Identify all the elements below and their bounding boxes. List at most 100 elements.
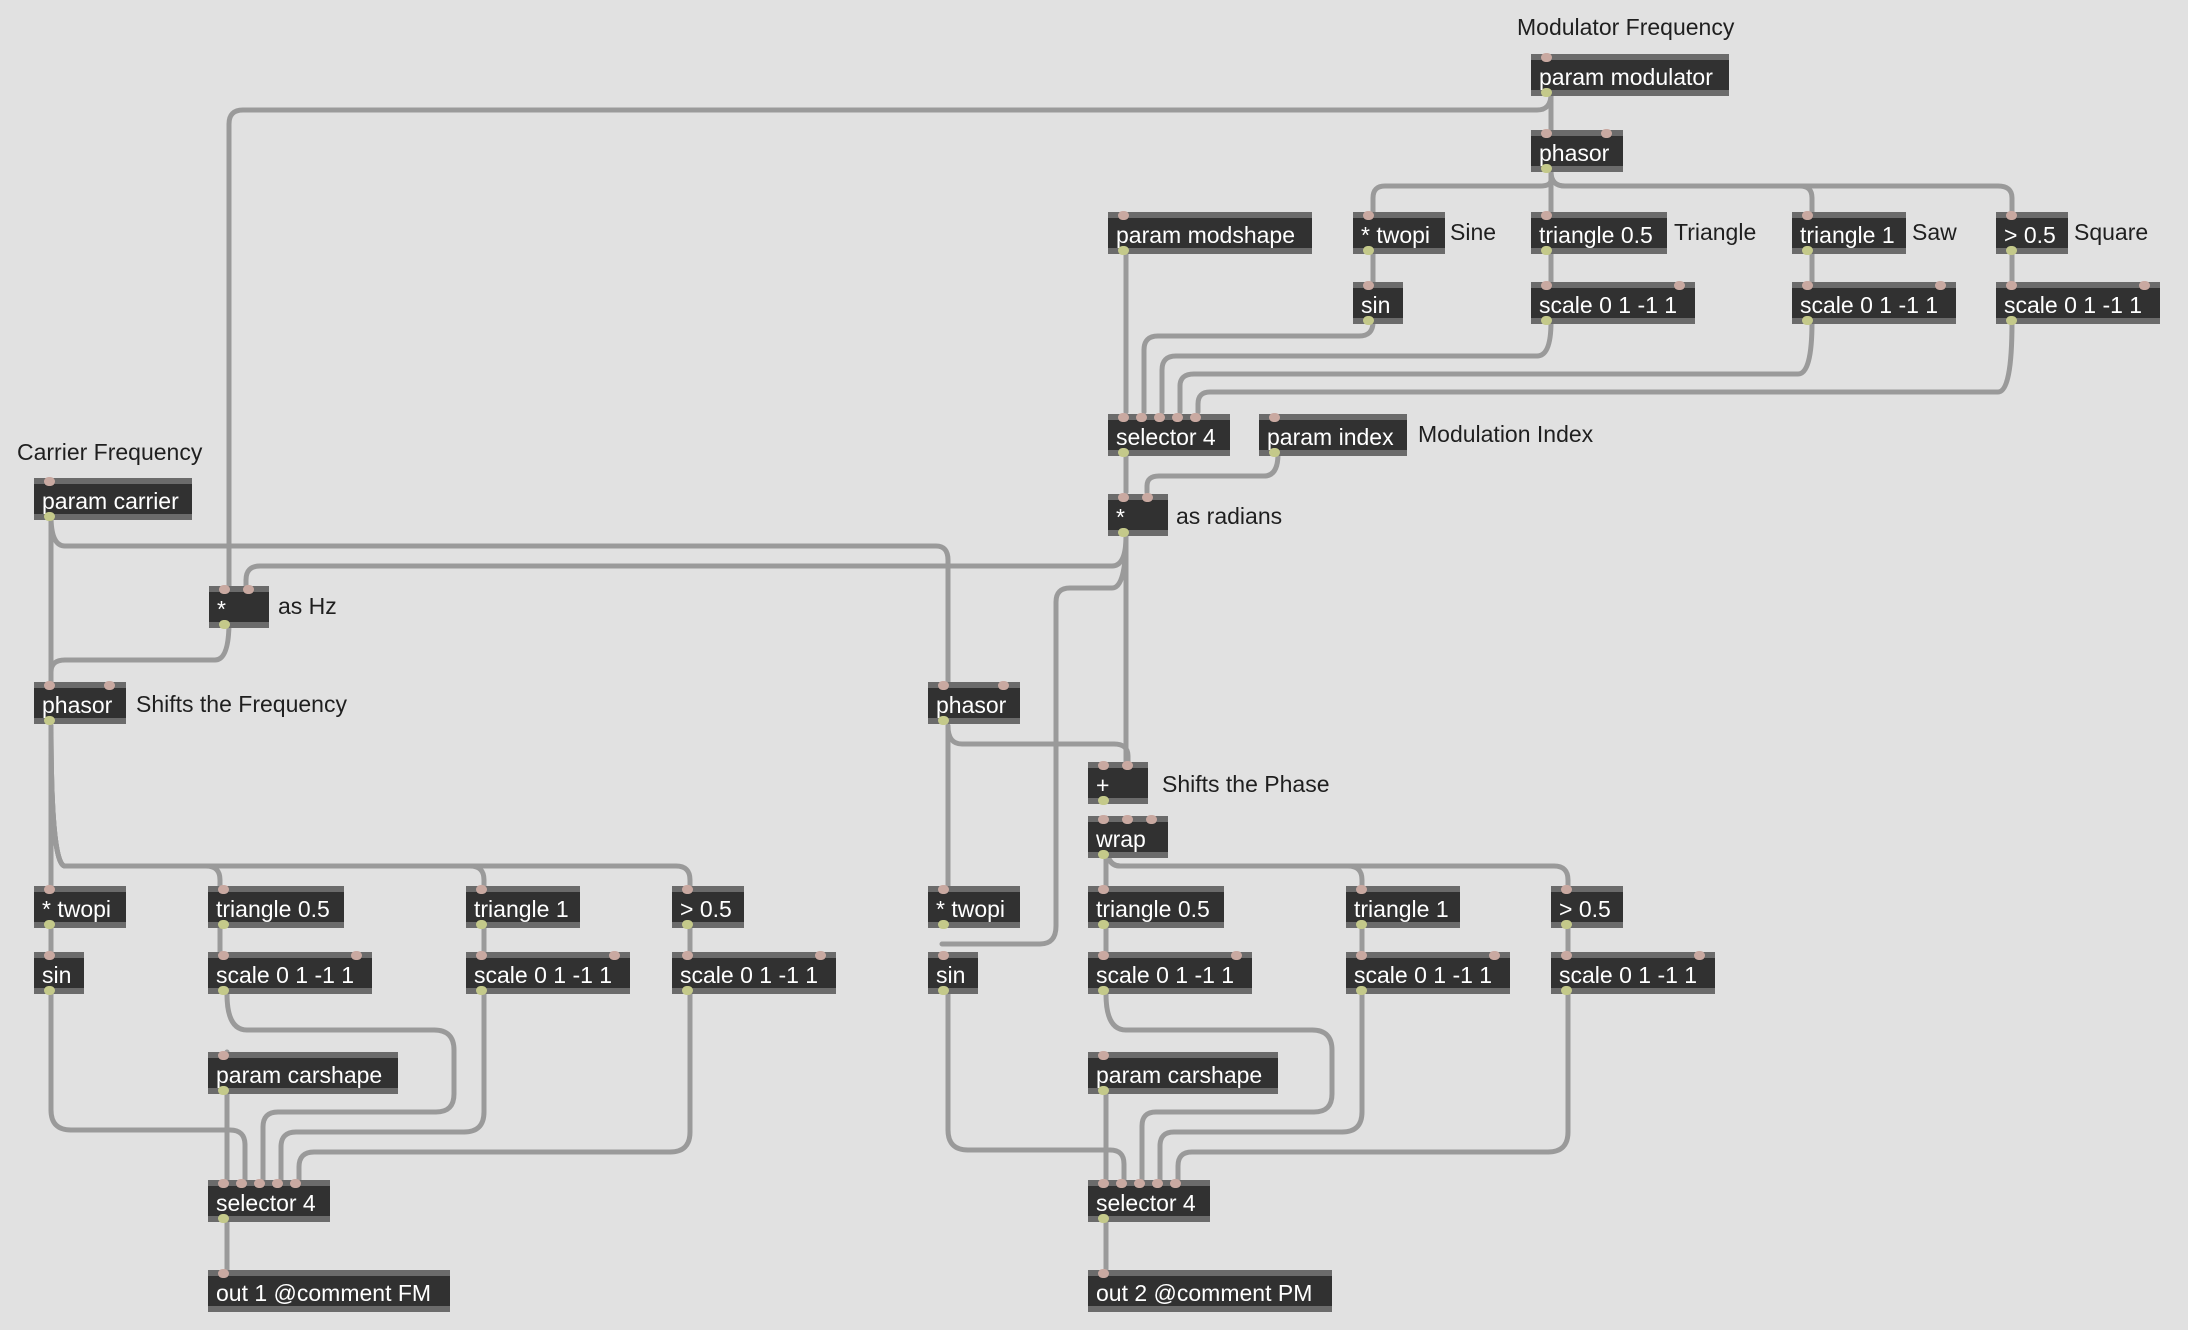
inlet[interactable]: [1489, 951, 1500, 960]
scale-object[interactable]: scale 0 1 -1 1: [1088, 951, 1252, 995]
outlet[interactable]: [1802, 316, 1813, 325]
outlet[interactable]: [44, 716, 55, 725]
inlet[interactable]: [1601, 129, 1612, 138]
outlet[interactable]: [218, 1214, 229, 1223]
triangle-1-object[interactable]: triangle 1: [1346, 885, 1460, 929]
outlet[interactable]: [219, 620, 230, 629]
inlet[interactable]: [1146, 815, 1157, 824]
param-modulator-object[interactable]: param modulator: [1531, 53, 1729, 97]
inlet[interactable]: [1674, 281, 1685, 290]
outlet[interactable]: [1541, 316, 1552, 325]
triangle-1-object[interactable]: triangle 1: [466, 885, 580, 929]
outlet[interactable]: [44, 986, 55, 995]
inlet[interactable]: [218, 1051, 229, 1060]
outlet[interactable]: [938, 920, 949, 929]
inlet[interactable]: [815, 951, 826, 960]
outlet[interactable]: [1802, 246, 1813, 255]
outlet[interactable]: [1561, 920, 1572, 929]
inlet[interactable]: [219, 585, 230, 594]
param-carrier-object[interactable]: param carrier: [34, 477, 192, 521]
inlet[interactable]: [682, 885, 693, 894]
phasor-object-carrier-fm[interactable]: phasor: [34, 681, 126, 725]
inlet[interactable]: [236, 1179, 247, 1188]
inlet[interactable]: [1142, 493, 1153, 502]
twopi-multiply-object[interactable]: * twopi: [1353, 211, 1445, 255]
outlet[interactable]: [682, 920, 693, 929]
inlet[interactable]: [1098, 951, 1109, 960]
inlet[interactable]: [1363, 211, 1374, 220]
inlet[interactable]: [1541, 281, 1552, 290]
param-index-object[interactable]: param index: [1259, 413, 1407, 457]
outlet[interactable]: [218, 986, 229, 995]
inlet[interactable]: [1122, 761, 1133, 770]
inlet[interactable]: [1356, 951, 1367, 960]
inlet[interactable]: [1231, 951, 1242, 960]
outlet[interactable]: [1118, 448, 1129, 457]
inlet[interactable]: [218, 885, 229, 894]
outlet[interactable]: [1098, 1214, 1109, 1223]
selector-4-object-pm[interactable]: selector 4: [1088, 1179, 1210, 1223]
outlet[interactable]: [1541, 246, 1552, 255]
inlet[interactable]: [1541, 211, 1552, 220]
greater-than-object[interactable]: > 0.5: [672, 885, 744, 929]
inlet[interactable]: [1098, 1269, 1109, 1278]
inlet[interactable]: [1136, 413, 1147, 422]
inlet[interactable]: [1935, 281, 1946, 290]
scale-object[interactable]: scale 0 1 -1 1: [672, 951, 836, 995]
outlet[interactable]: [1098, 850, 1109, 859]
inlet[interactable]: [1098, 761, 1109, 770]
inlet[interactable]: [218, 1269, 229, 1278]
inlet[interactable]: [1172, 413, 1183, 422]
inlet[interactable]: [1116, 1179, 1127, 1188]
param-carshape-object[interactable]: param carshape: [1088, 1051, 1278, 1095]
inlet[interactable]: [938, 885, 949, 894]
outlet[interactable]: [1356, 920, 1367, 929]
inlet[interactable]: [1134, 1179, 1145, 1188]
outlet[interactable]: [1118, 246, 1129, 255]
selector-4-object-modulator[interactable]: selector 4: [1108, 413, 1230, 457]
inlet[interactable]: [938, 681, 949, 690]
outlet[interactable]: [1356, 986, 1367, 995]
scale-object[interactable]: scale 0 1 -1 1: [1792, 281, 1956, 325]
inlet[interactable]: [218, 951, 229, 960]
sin-object[interactable]: sin: [1353, 281, 1403, 325]
inlet[interactable]: [682, 951, 693, 960]
inlet[interactable]: [1118, 211, 1129, 220]
inlet[interactable]: [104, 681, 115, 690]
multiply-object-radians[interactable]: *: [1108, 493, 1168, 537]
inlet[interactable]: [1694, 951, 1705, 960]
outlet[interactable]: [476, 920, 487, 929]
scale-object[interactable]: scale 0 1 -1 1: [1346, 951, 1510, 995]
outlet[interactable]: [1269, 448, 1280, 457]
outlet[interactable]: [938, 986, 949, 995]
phasor-object-carrier-pm[interactable]: phasor: [928, 681, 1020, 725]
outlet[interactable]: [218, 1086, 229, 1095]
inlet[interactable]: [1098, 1051, 1109, 1060]
phasor-object-modulator[interactable]: phasor: [1531, 129, 1623, 173]
param-carshape-object[interactable]: param carshape: [208, 1051, 398, 1095]
inlet[interactable]: [1802, 281, 1813, 290]
scale-object[interactable]: scale 0 1 -1 1: [208, 951, 372, 995]
inlet[interactable]: [1118, 493, 1129, 502]
outlet[interactable]: [218, 920, 229, 929]
inlet[interactable]: [1356, 885, 1367, 894]
triangle-0-5-object[interactable]: triangle 0.5: [1088, 885, 1224, 929]
inlet[interactable]: [2006, 281, 2017, 290]
inlet[interactable]: [218, 1179, 229, 1188]
outlet[interactable]: [44, 512, 55, 521]
outlet[interactable]: [938, 716, 949, 725]
inlet[interactable]: [476, 951, 487, 960]
inlet[interactable]: [1170, 1179, 1181, 1188]
inlet[interactable]: [1269, 413, 1280, 422]
sin-object[interactable]: sin: [928, 951, 978, 995]
out-2-object[interactable]: out 2 @comment PM: [1088, 1269, 1332, 1312]
inlet[interactable]: [998, 681, 1009, 690]
outlet[interactable]: [1363, 246, 1374, 255]
outlet[interactable]: [1118, 528, 1129, 537]
inlet[interactable]: [44, 477, 55, 486]
inlet[interactable]: [1363, 281, 1374, 290]
inlet[interactable]: [1098, 885, 1109, 894]
param-modshape-object[interactable]: param modshape: [1108, 211, 1312, 255]
twopi-multiply-object[interactable]: * twopi: [34, 885, 126, 929]
inlet[interactable]: [44, 885, 55, 894]
